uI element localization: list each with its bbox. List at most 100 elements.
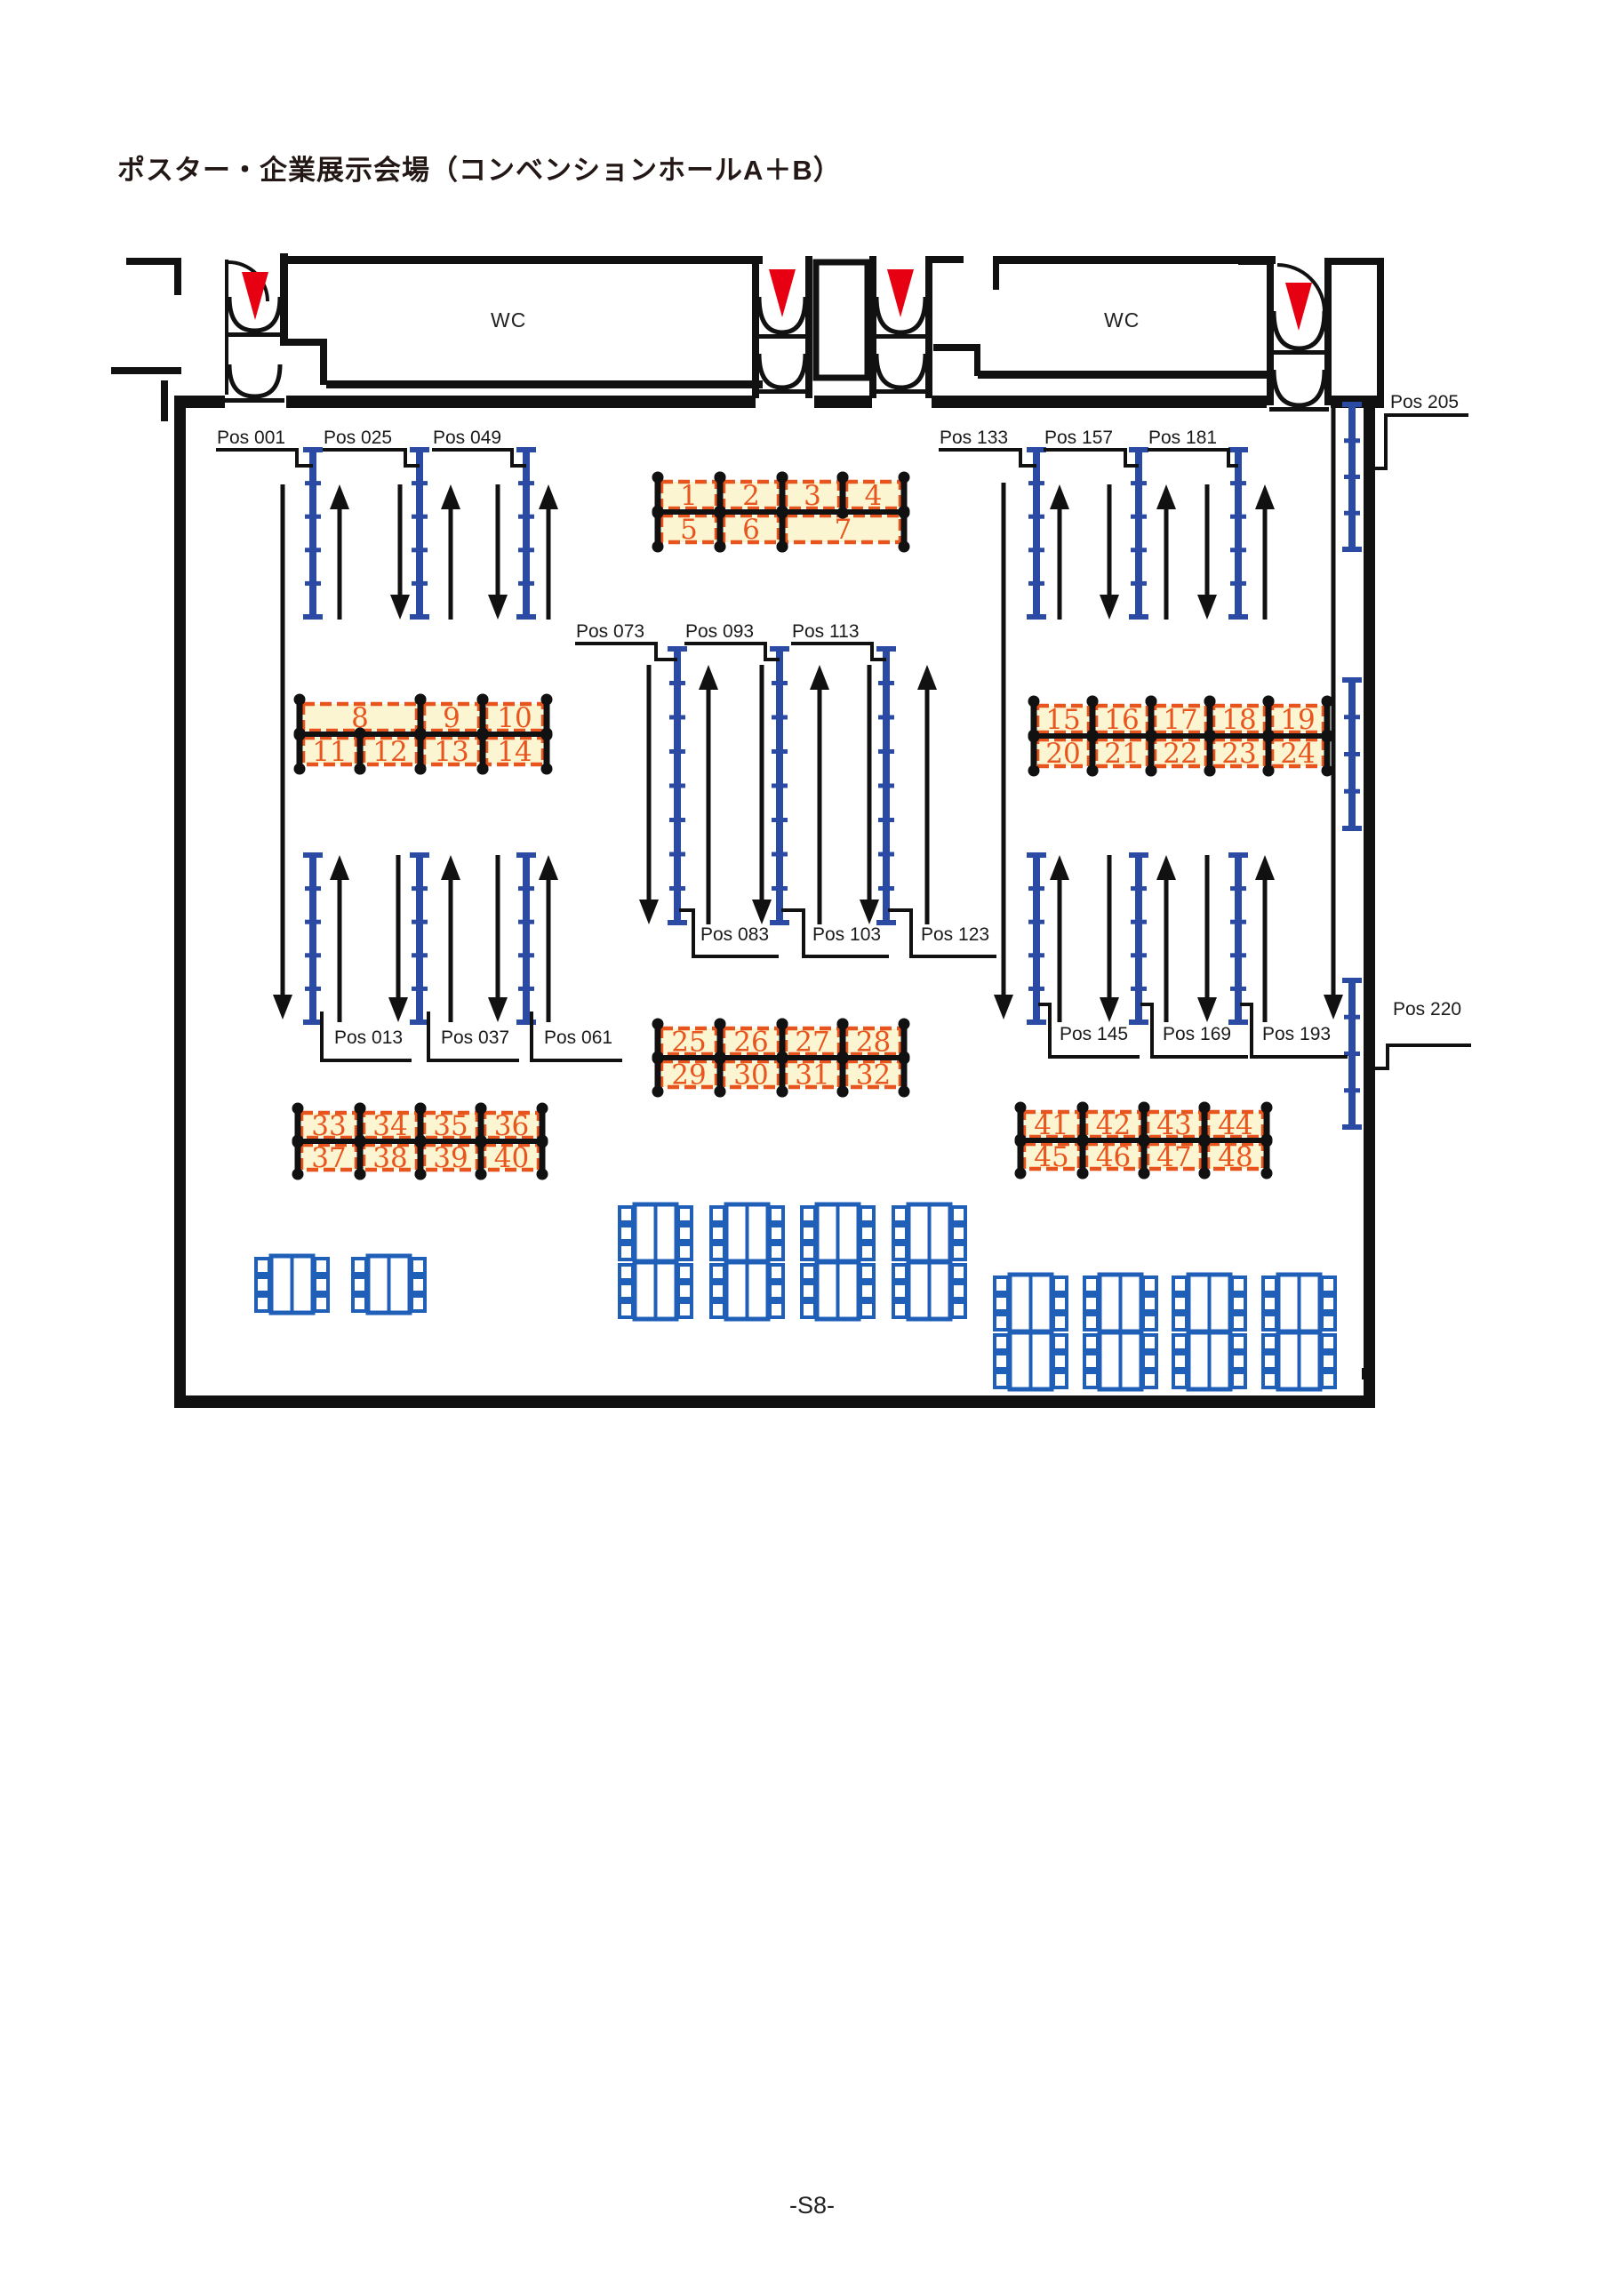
door-sill [1269,350,1329,355]
chair [859,1263,876,1282]
chair [892,1300,908,1319]
door-leaf-icon [756,353,783,390]
rail-cap [876,920,896,925]
rail-tick [1230,886,1246,892]
booth-frame-dot [1028,695,1040,708]
booth-number-40: 40 [494,1142,529,1174]
rail-tick [1028,886,1044,892]
rail-tick [305,548,321,553]
booth-number-18: 18 [1221,704,1256,736]
chair [1141,1275,1158,1294]
booth-number-17: 17 [1163,704,1197,736]
booth-number-29: 29 [671,1060,706,1092]
flow-arrow-down-icon [1324,995,1343,1020]
rail-tick [412,986,428,991]
chair [410,1275,427,1294]
wall [320,339,327,385]
chair [313,1275,330,1294]
chair [1261,1352,1278,1371]
chair [618,1282,635,1300]
rail-cap [516,1020,536,1025]
rail-tick [1028,580,1044,586]
wall [1377,258,1384,404]
booth-42 [1084,1109,1143,1140]
chair [676,1300,693,1319]
booth-number-41: 41 [1034,1109,1068,1141]
rail-tick [518,886,534,892]
rail-tick [412,548,428,553]
pos-label-pos-013: Pos 013 [334,1028,404,1048]
booth-frame-dot [776,1018,788,1030]
door-swing-arc [1276,263,1326,313]
chair [1172,1294,1188,1313]
chair [892,1263,908,1282]
rail-tick [878,886,894,891]
chair [1261,1371,1278,1389]
wall [932,396,1267,408]
booth-1 [659,479,719,511]
flow-arrow-down-icon [1197,997,1217,1022]
booth-frame-dot [652,1018,664,1030]
rail-cap [303,614,323,620]
flow-arrow-down-icon [752,900,772,924]
rail-tick [772,783,788,788]
rail-cap [516,852,536,858]
chair [709,1282,726,1300]
pos-leader-line [679,908,779,958]
chair [768,1282,785,1300]
booth-number-27: 27 [795,1027,829,1059]
booth-frame-dot [354,1168,366,1180]
flow-arrow-down-icon [994,995,1013,1020]
chair [1320,1333,1337,1352]
chair [1320,1371,1337,1389]
rail-tick [412,886,428,892]
chair [351,1294,368,1313]
booth-number-34: 34 [372,1110,407,1142]
chair [676,1243,693,1261]
booth-number-33: 33 [311,1110,346,1142]
booth-22 [1152,737,1209,769]
rail-tick [669,852,685,857]
booth-frame-dot [540,693,553,706]
rail-cap [1228,852,1248,858]
rail-tick [1028,481,1044,486]
rail-tick [669,681,685,685]
pos-label-pos-037: Pos 037 [441,1028,510,1048]
wall [174,258,181,295]
booth-frame-dot [354,1102,366,1115]
rail-cap [1129,1020,1148,1025]
rail-tick [1131,919,1147,924]
door-leaf-icon [1299,369,1327,408]
chair [410,1257,427,1275]
door-leaf-icon [756,296,783,335]
booth-number-7: 7 [835,514,852,546]
wall [1238,258,1271,265]
booth-number-15: 15 [1045,704,1080,736]
rail-tick [518,919,534,924]
booth-38 [361,1142,420,1172]
chair [993,1294,1010,1313]
booth-number-3: 3 [804,480,821,512]
pos-leader-line [1240,1003,1348,1059]
rail-tick [1344,1052,1360,1056]
booth-number-10: 10 [497,702,532,734]
flow-arrow-down-icon [273,995,292,1020]
booth-frame-dot [714,1085,726,1098]
rail-tick [1131,548,1147,553]
pos-label-pos-181: Pos 181 [1148,428,1218,448]
booth-24 [1269,737,1326,769]
chair [800,1205,817,1224]
booth-23 [1211,737,1268,769]
pos-leader-line [791,642,886,661]
booth-number-42: 42 [1096,1109,1131,1141]
booth-20 [1035,737,1092,769]
booth-frame-dot [714,1018,726,1030]
rail-cap [410,614,429,620]
booth-2 [721,479,781,511]
chair [709,1224,726,1243]
booth-number-48: 48 [1218,1141,1252,1173]
rail-tick [878,715,894,720]
entrance-arrow-icon [242,272,268,320]
flow-arrow-up-icon [1255,855,1275,880]
pos-label-pos-205: Pos 205 [1390,392,1460,412]
